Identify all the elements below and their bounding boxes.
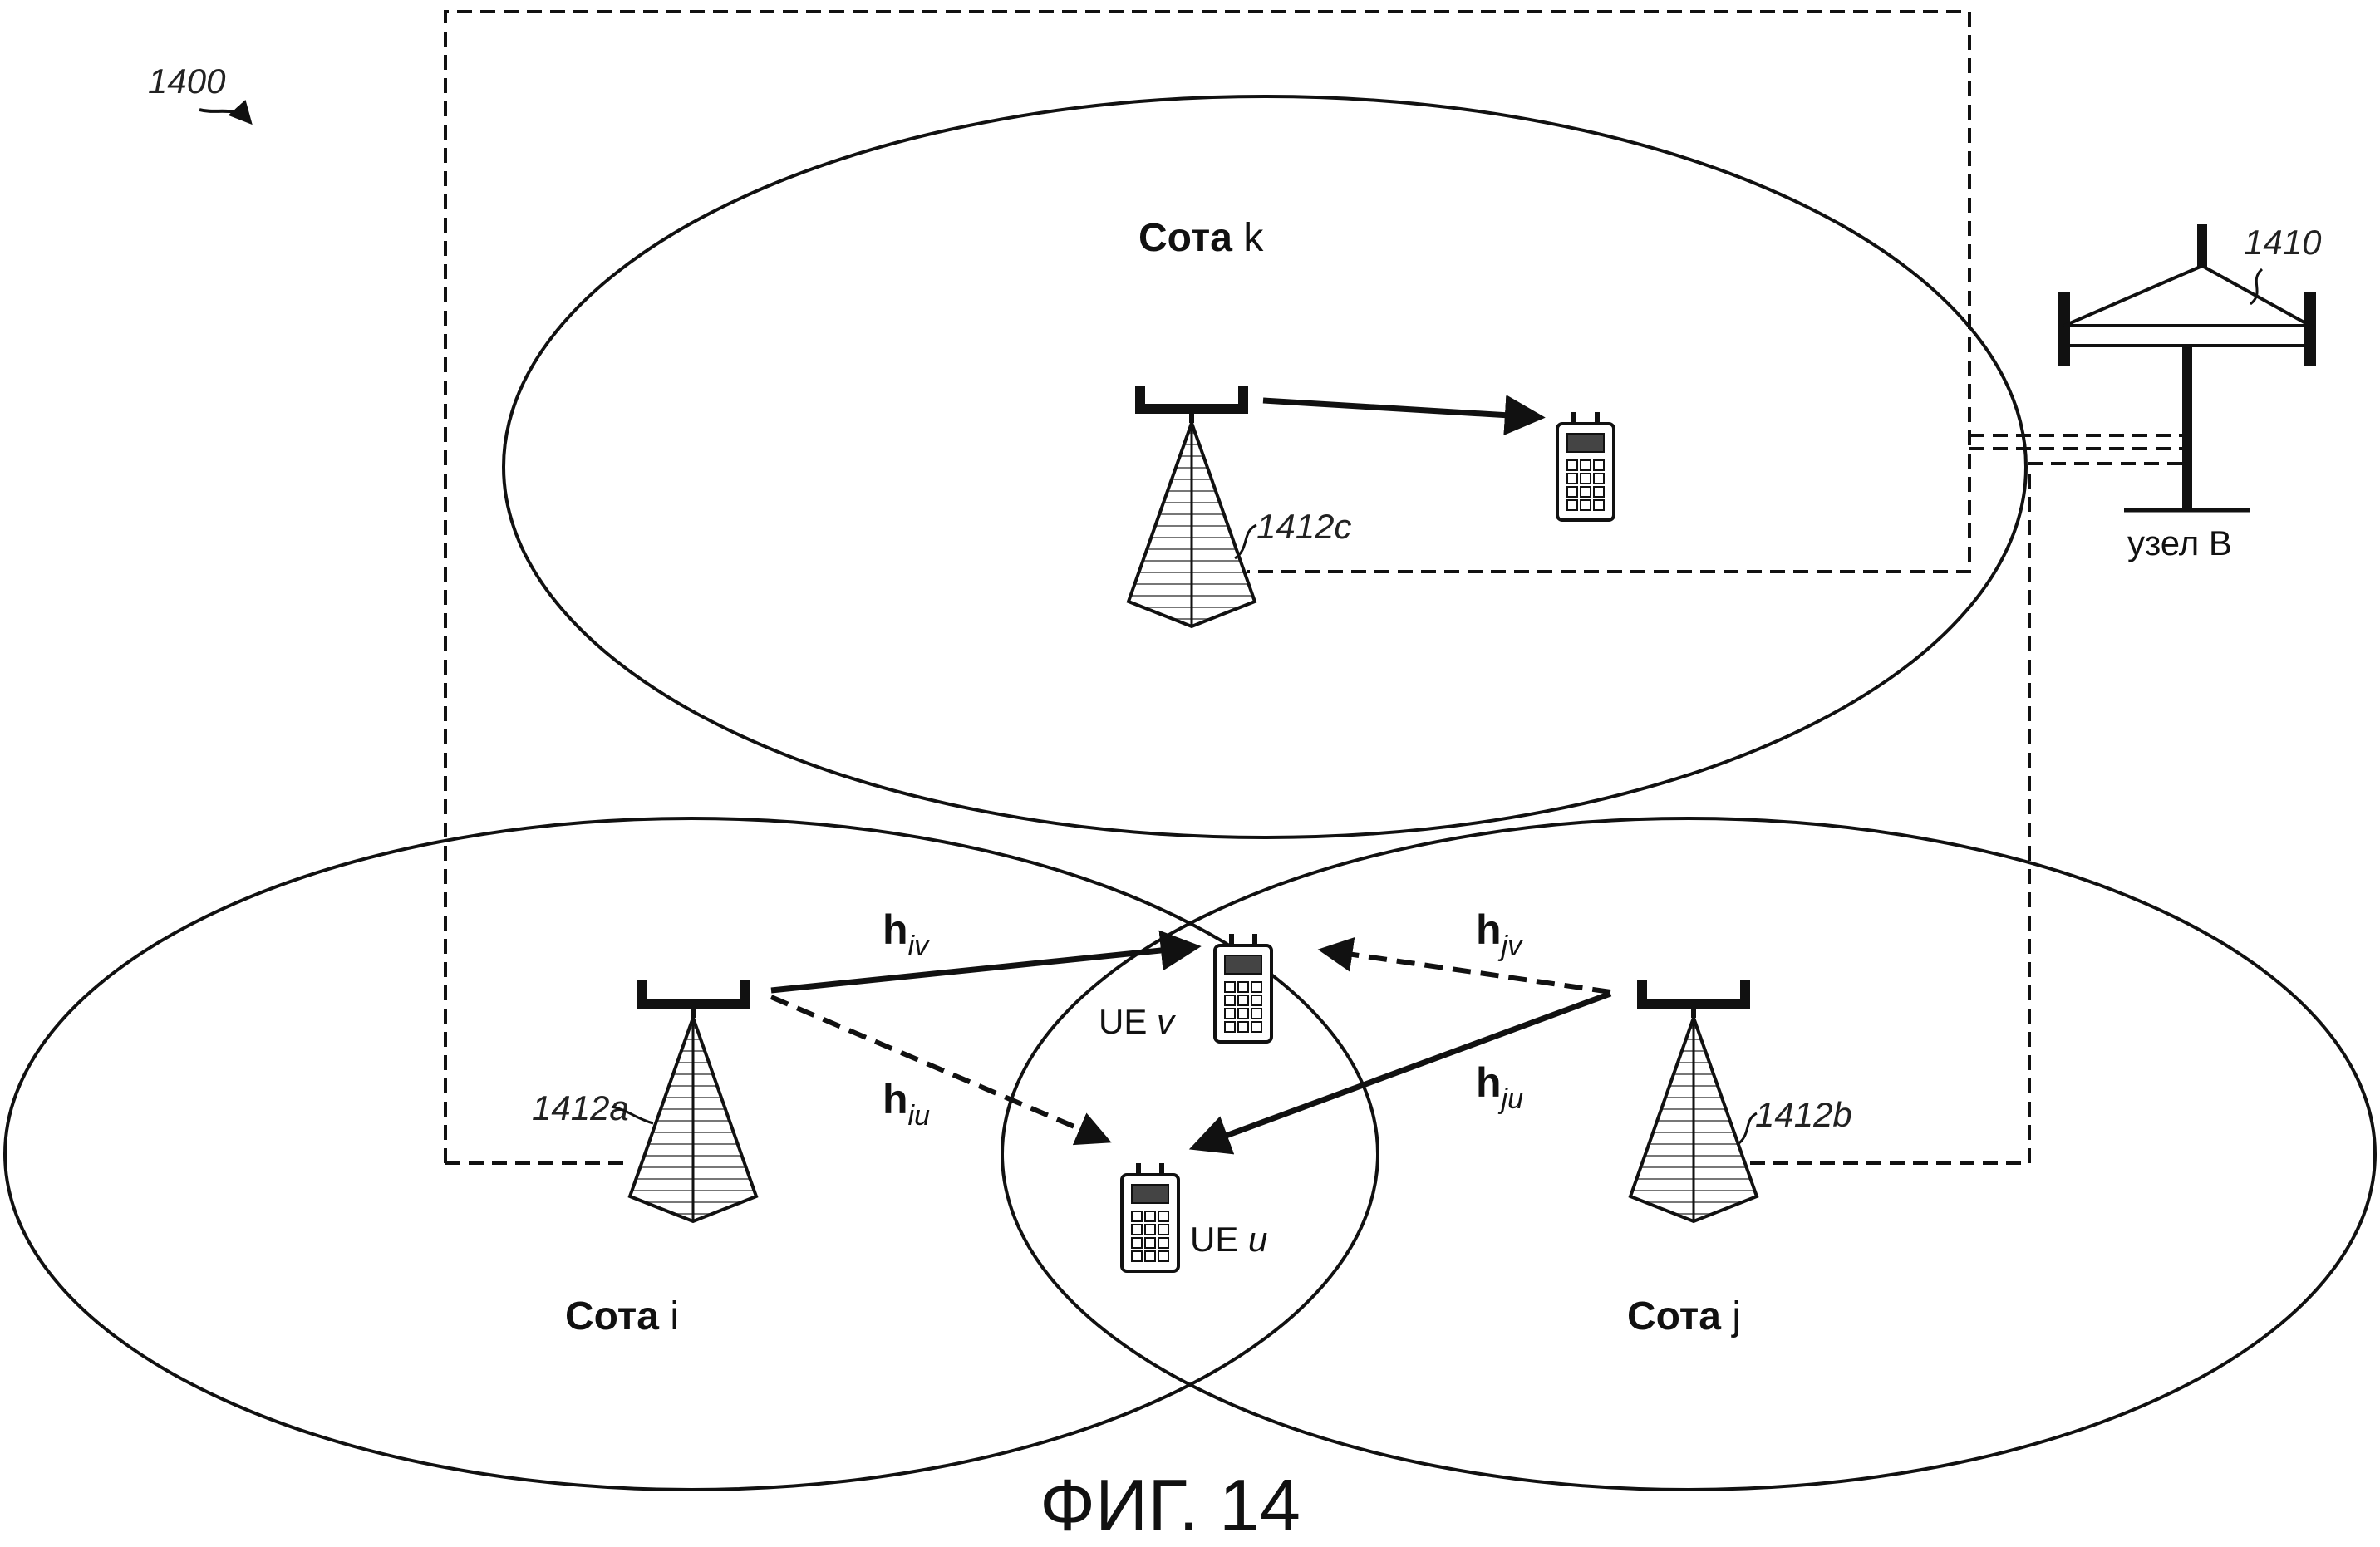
cell-j-tower-leader bbox=[1737, 1113, 1757, 1145]
cell-k-tower-icon bbox=[1129, 386, 1255, 626]
cell-i-tower-icon bbox=[630, 980, 756, 1221]
figure-ref-label: 1400 bbox=[148, 61, 226, 101]
cell-j-label: Сота j bbox=[1627, 1294, 1741, 1338]
ue-u-label: UE u bbox=[1190, 1220, 1267, 1259]
cell-i-label: Сота i bbox=[565, 1294, 679, 1338]
channel-iv-arrow bbox=[771, 947, 1193, 990]
channel-iv-label: hiv bbox=[883, 906, 930, 962]
backhaul-link-j bbox=[1748, 464, 2182, 1163]
channel-jv-arrow bbox=[1325, 950, 1610, 992]
ue-u-phone-icon bbox=[1122, 1163, 1178, 1271]
node-b-label: узел В bbox=[2127, 523, 2232, 562]
cell-k-phone-icon bbox=[1557, 412, 1614, 520]
cell-k-tower-ref: 1412c bbox=[1256, 507, 1351, 546]
cell-j-tower-icon bbox=[1630, 980, 1757, 1221]
ue-v-phone-icon bbox=[1215, 934, 1271, 1042]
cell-j-tower-ref: 1412b bbox=[1755, 1095, 1852, 1134]
ue-v-label: UE v bbox=[1099, 1002, 1177, 1041]
channel-iu-label: hiu bbox=[883, 1076, 930, 1132]
node-b-antenna-icon bbox=[2064, 224, 2310, 510]
figure-ref-arrow bbox=[199, 110, 249, 121]
cell-k-coverage bbox=[504, 96, 2026, 837]
cell-k-downlink-arrow bbox=[1263, 400, 1537, 417]
figure-caption: ФИГ. 14 bbox=[1040, 1464, 1301, 1546]
cell-k-label: Сота k bbox=[1138, 216, 1264, 260]
channel-iu-arrow bbox=[771, 997, 1105, 1140]
node-b-ref-label: 1410 bbox=[2244, 223, 2322, 262]
channel-ju-label: hju bbox=[1476, 1059, 1523, 1115]
channel-jv-label: hjv bbox=[1476, 906, 1523, 962]
